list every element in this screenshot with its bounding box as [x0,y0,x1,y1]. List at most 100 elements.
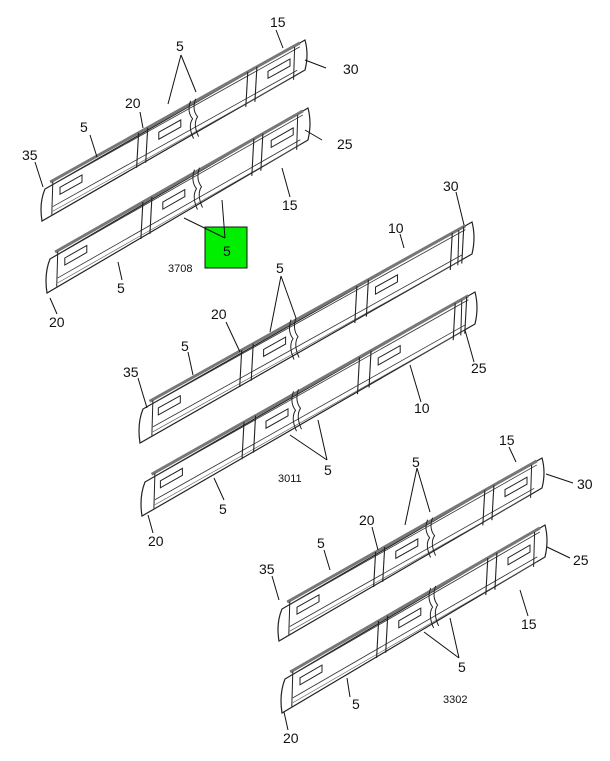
callout-5[interactable]: 5 [181,338,189,354]
end-cap-line [460,300,463,336]
rail-top-strip [49,41,301,184]
callout-20[interactable]: 20 [359,512,375,528]
rail-3011-lower[interactable] [140,291,478,517]
joint-line [491,485,495,521]
end-cap-line [151,400,154,436]
slot-icon [398,607,422,629]
callout-25[interactable]: 25 [471,360,487,376]
rail-edge-line [52,46,300,185]
slot-icon [159,467,183,489]
slot-icon [267,58,291,80]
joint-line [365,279,369,317]
callout-10[interactable]: 10 [388,220,404,236]
figure-id: 3302 [443,694,467,706]
end-cap-line [296,114,299,150]
joint-line [482,490,486,526]
callout-5[interactable]: 5 [412,454,420,470]
break-mark-icon [433,585,440,627]
joint-line [373,552,377,588]
slot-icon [270,127,294,149]
joint-line [250,343,254,381]
callout-35[interactable]: 35 [22,147,38,163]
break-mark-icon [188,100,195,139]
slot-icon [263,336,287,358]
slot-icon [158,119,182,141]
callout-5[interactable]: 5 [317,535,325,551]
rail-top-strip [286,459,538,604]
rail-edge-line [154,299,469,477]
callout-35[interactable]: 35 [123,364,139,380]
rail-3011-upper[interactable] [138,221,475,444]
slot-icon [377,344,401,366]
rail-edge-line [292,531,540,675]
joint-line [382,546,386,582]
joint-line [354,286,358,324]
rail-lip-line [57,144,301,284]
callout-15[interactable]: 15 [521,616,537,632]
break-mark-icon [430,517,437,556]
end-cap-line [293,46,296,80]
callout-20[interactable]: 20 [125,95,141,111]
joint-line [494,552,498,590]
joint-line [385,615,389,653]
callout-30[interactable]: 30 [577,476,593,492]
callout-5[interactable]: 5 [352,696,360,712]
callout-5[interactable]: 5 [458,659,466,675]
rail-lip-line [152,259,463,433]
end-cap-line [56,251,59,287]
callout-5[interactable]: 5 [324,462,332,478]
callout-15[interactable]: 15 [270,14,286,30]
figure-id: 3011 [278,473,302,485]
rail-lower-line [57,139,301,279]
rail-3708-upper[interactable] [40,39,308,222]
slot-icon [64,244,88,266]
slot-icon [296,593,320,616]
slot-icon [162,188,186,211]
end-cap-line [533,531,536,568]
callout-15[interactable]: 15 [282,197,298,213]
joint-line [253,415,257,453]
rail-lower-line [289,487,535,627]
callout-35[interactable]: 35 [259,561,275,577]
callout-30[interactable]: 30 [343,61,359,77]
callout-5[interactable]: 5 [80,119,88,135]
callout-15[interactable]: 15 [499,432,515,448]
rail-lip-line [292,561,538,704]
break-mark-icon [291,391,297,432]
end-cap-line [530,464,533,498]
callout-20[interactable]: 20 [49,314,65,330]
callout-5[interactable]: 5 [276,260,284,276]
rail-3302-upper[interactable] [277,457,545,642]
joint-line [452,303,456,341]
callout-20[interactable]: 20 [283,730,299,746]
slot-icon [504,476,528,498]
callout-5-highlighted[interactable]: 5 [223,243,231,259]
slot-icon [395,538,419,560]
end-cap-line [153,473,156,509]
rail-lower-line [152,254,463,428]
rail-3708-lower[interactable] [45,107,311,294]
joint-line [239,350,243,388]
callout-30[interactable]: 30 [443,178,459,194]
callout-5[interactable]: 5 [219,501,227,517]
end-cap-line [288,601,291,635]
rail-3302-lower[interactable] [280,524,548,714]
joint-line [251,138,255,176]
slot-icon [157,394,181,416]
break-mark-icon [293,317,300,358]
callout-5[interactable]: 5 [117,280,125,296]
joint-line [149,196,153,234]
end-cap-line [291,671,294,707]
callout-10[interactable]: 10 [414,400,430,416]
rail-top-strip [148,224,467,403]
callout-5[interactable]: 5 [176,38,184,54]
callout-20[interactable]: 20 [148,533,164,549]
group-3708: 15 5 30 20 5 35 25 15 5 3708 5 20 [22,14,359,330]
joint-line [368,350,372,388]
callout-25[interactable]: 25 [337,136,353,152]
callout-25[interactable]: 25 [573,552,589,568]
callout-20[interactable]: 20 [211,306,227,322]
joint-line [245,71,249,107]
highlighted-callout-box[interactable] [204,226,248,269]
